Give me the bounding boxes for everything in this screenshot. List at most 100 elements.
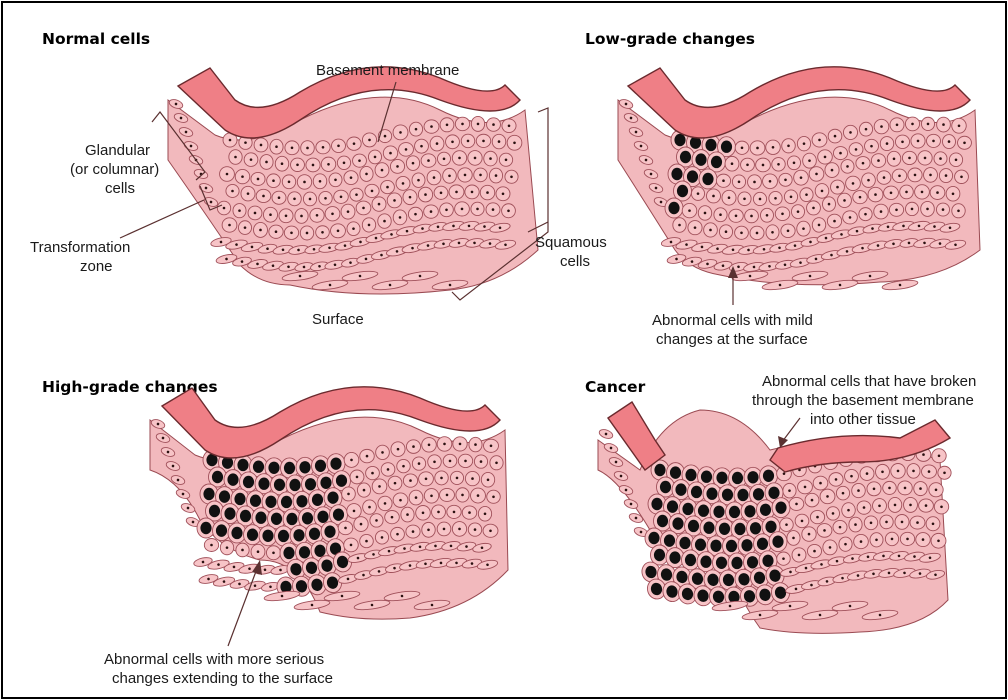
nucleus [451,141,454,144]
nucleus [489,529,492,532]
nucleus [875,539,878,542]
nucleus [324,197,327,200]
abnormal-nucleus [721,141,732,153]
abnormal-nucleus [320,477,331,489]
abnormal-nucleus [305,478,316,490]
nucleus [945,174,948,177]
nucleus [905,191,908,194]
nucleus [890,192,893,195]
nucleus [896,124,899,127]
nucleus [777,163,780,166]
nucleus [948,140,951,143]
nucleus [402,182,405,185]
abnormal-nucleus [283,547,294,559]
nucleus [477,123,480,126]
nucleus [489,157,492,160]
nucleus [296,163,299,166]
nucleus [904,487,907,490]
nucleus [697,192,700,195]
abnormal-nucleus [234,493,245,505]
nucleus [228,224,231,227]
nucleus [234,156,237,159]
nucleus [316,214,319,217]
nucleus [443,158,446,161]
abnormal-nucleus [253,461,264,473]
nucleus [928,470,931,473]
nucleus [414,213,417,216]
nucleus [446,494,449,497]
nucleus [790,195,793,198]
abnormal-nucleus [327,491,338,503]
abnormal-nucleus [763,470,774,482]
abnormal-nucleus [688,520,699,532]
nucleus [223,207,226,210]
label-transformation-2: zone [80,258,113,275]
nucleus [480,460,483,463]
nucleus [476,208,479,211]
nucleus [312,164,315,167]
nucleus [929,174,932,177]
nucleus [467,140,470,143]
nucleus [866,472,869,475]
abnormal-nucleus [286,513,297,525]
label-abnormal-mild-2: changes at the surface [656,331,808,348]
nucleus [461,494,464,497]
nucleus [399,499,402,502]
nucleus [391,516,394,519]
abnormal-nucleus [698,505,709,517]
nucleus [257,550,260,553]
label-squamous-1: Squamous [535,234,607,251]
abnormal-nucleus [729,506,740,518]
panel-title-normal: Normal cells [42,30,150,48]
nucleus [513,141,516,144]
nucleus [492,123,495,126]
nucleus [826,495,829,498]
nucleus [793,161,796,164]
label-abnormal-serious-2: changes extending to the surface [112,670,333,687]
nucleus [468,511,471,514]
abnormal-nucleus [255,512,266,524]
label-basement-membrane: Basement membrane [316,62,459,79]
abnormal-nucleus [240,510,251,522]
nucleus [409,196,412,199]
nucleus [880,210,883,213]
nucleus [479,174,482,177]
nucleus [285,214,288,217]
nucleus [832,512,835,515]
nucleus [337,144,340,147]
nucleus [389,152,392,155]
abnormal-nucleus [237,459,248,471]
abnormal-nucleus [753,488,764,500]
abnormal-nucleus [209,505,220,517]
nucleus [440,192,443,195]
nucleus [874,193,877,196]
nucleus [850,475,853,478]
nucleus [265,161,268,164]
nucleus [358,159,361,162]
label-glandular-3: cells [105,180,135,197]
nucleus [484,512,487,515]
nucleus [275,145,278,148]
nucleus [704,212,707,215]
nucleus [337,229,340,232]
nucleus [857,489,860,492]
abnormal-nucleus [703,522,714,534]
nucleus [833,220,836,223]
abnormal-nucleus [671,168,682,180]
nucleus [813,550,816,553]
nucleus [888,487,891,490]
nucleus [456,477,459,480]
abnormal-nucleus [302,512,313,524]
abnormal-nucleus [682,503,693,515]
abnormal-nucleus [750,522,761,534]
nucleus [885,521,888,524]
nucleus [712,195,715,198]
nucleus [306,147,309,150]
abnormal-nucleus [687,170,698,182]
nucleus [241,549,244,552]
abnormal-nucleus [685,554,696,566]
abnormal-nucleus [679,537,690,549]
nucleus [831,169,834,172]
nucleus [343,161,346,164]
